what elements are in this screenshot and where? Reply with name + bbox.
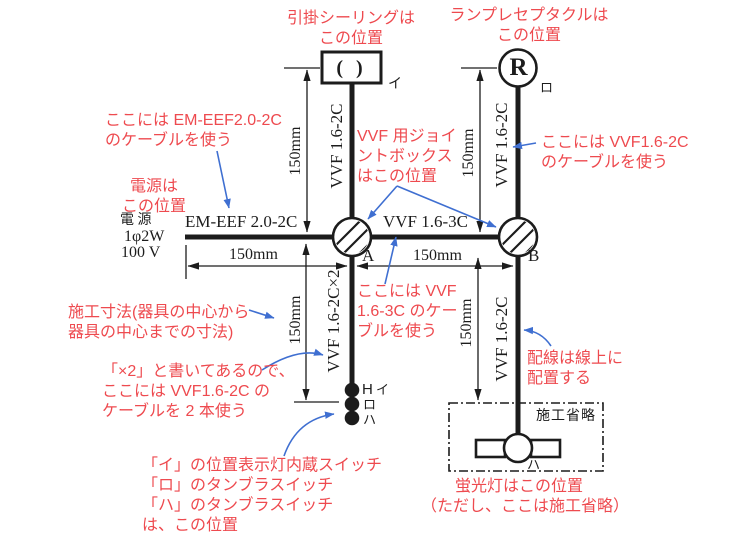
- fluorescent-wing-right: [529, 438, 562, 459]
- note-line: 「×2」と書いてあるので、: [102, 363, 295, 380]
- note-emeef-cable: ここには EM-EEF2.0-2C のケーブルを使う: [105, 111, 282, 151]
- note-line: 配置する: [527, 370, 592, 387]
- note-vvf2c-right: ここには VVF1.6-2C のケーブルを使う: [541, 133, 689, 173]
- vvf162-upper-left-label: VVF 1.6-2C: [327, 103, 346, 189]
- note-line: 器具の中心までの寸法): [68, 324, 234, 341]
- note-wiring: 配線は線上に 配置する: [527, 349, 623, 389]
- note-line: ブルを使う: [357, 323, 438, 340]
- power-voltage-label: 100 V: [121, 244, 161, 261]
- arrow-x2-note: [261, 348, 324, 371]
- note-line: この位置: [318, 30, 383, 47]
- note-line: は、この位置: [142, 517, 239, 534]
- fluorescent-wing-left: [474, 438, 507, 459]
- ceiling-fixture-box: [320, 50, 383, 85]
- fixture-i-label: イ: [388, 75, 402, 91]
- note-line: VVF 用ジョイ: [357, 128, 457, 145]
- note-receptacle: ランプレセプタクルは この位置: [437, 6, 621, 46]
- note-line: 「イ」の位置表示灯内蔵スイッチ: [142, 457, 383, 474]
- dim150-lower-right-label: 150mm: [458, 298, 475, 348]
- arrow-dimension-note: [248, 309, 275, 319]
- dimension-lines: [185, 67, 514, 403]
- fluorescent-circle: [502, 432, 534, 464]
- note-line: 蛍光灯はこの位置: [454, 478, 583, 495]
- joint-box-a: [331, 216, 373, 258]
- note-line: 引掛シーリングは: [287, 10, 416, 27]
- note-vvf3c: ここには VVF 1.6-3C のケー ブルを使う: [357, 282, 457, 342]
- note-joint-box: VVF 用ジョイ ントボックス はこの位置: [357, 127, 457, 187]
- note-line: この位置: [121, 198, 186, 215]
- arrow-jointbox-b: [396, 185, 497, 228]
- note-line: 配線は線上に: [527, 350, 624, 367]
- switch-h-label: H: [362, 381, 373, 398]
- note-power-position: 電源は この位置: [116, 177, 192, 217]
- emeef-cable-label: EM-EEF 2.0-2C: [185, 212, 298, 231]
- switch-ha-label: ハ: [363, 412, 377, 427]
- note-line: ここには VVF1.6-2C: [541, 134, 689, 151]
- arrow-switch-note: [283, 411, 335, 457]
- receptacle-circle: [498, 48, 538, 88]
- note-line: ランプレセプタクルは: [449, 7, 609, 24]
- note-line: のケーブルを使う: [105, 132, 233, 149]
- note-dimension: 施工寸法(器具の中心から 器具の中心までの寸法): [68, 303, 249, 343]
- joint-box-b: [497, 216, 539, 258]
- note-fluorescent: 蛍光灯はこの位置 （ただし、ここは施工省略）: [421, 477, 630, 517]
- arrow-vvf3c-note: [384, 236, 398, 285]
- note-x2: 「×2」と書いてあるので、 ここには VVF1.6-2C の ケーブルを 2 本…: [102, 362, 295, 422]
- vvf163-cable-label: VVF 1.6-3C: [383, 212, 469, 231]
- dim150-horiz-left-label: 150mm: [229, 246, 278, 263]
- switch-dot-ha: [344, 410, 360, 426]
- arrow-jointbox-a: [367, 185, 398, 220]
- switch-ro-label: ロ: [363, 397, 377, 412]
- omission-label: 施工省略: [536, 409, 596, 424]
- note-line: 施工寸法(器具の中心から: [68, 304, 250, 321]
- note-ceiling: 引掛シーリングは この位置: [287, 9, 415, 49]
- note-line: 電源は: [129, 178, 178, 195]
- arrow-wiring-note: [523, 326, 552, 347]
- note-line: （ただし、ここは施工省略）: [421, 498, 630, 515]
- devices: [320, 48, 604, 472]
- vvf162x2-label: VVF 1.6-2C×2: [324, 269, 343, 373]
- note-line: ここには VVF: [357, 283, 457, 300]
- annotation-arrows: [216, 141, 552, 457]
- arrow-vvf2c-right-note: [512, 141, 537, 150]
- receptacle-symbol: R: [509, 54, 528, 81]
- vvf162-lower-right-label: VVF 1.6-2C: [492, 296, 511, 382]
- power-phase-label: 1φ2W: [124, 228, 165, 245]
- dim150-upper-right-label: 150mm: [460, 128, 477, 178]
- ceiling-symbol: ( ): [336, 57, 367, 79]
- dim150-upper-left-label: 150mm: [287, 126, 304, 176]
- omission-dashed-box: [448, 402, 604, 472]
- note-line: はこの位置: [357, 168, 438, 185]
- joint-box-b-hatch: [501, 220, 535, 254]
- note-line: のケーブルを使う: [541, 154, 669, 171]
- arrow-emeef-note: [216, 150, 231, 209]
- switch-dot-i: [344, 382, 360, 398]
- note-line: ここには VVF1.6-2C の: [102, 383, 271, 400]
- fluorescent-ha-label: ハ: [527, 457, 541, 472]
- joint-b-label: B: [528, 246, 540, 265]
- note-line: 「ハ」のタンブラスイッチ: [142, 497, 334, 514]
- note-line: ケーブルを 2 本使う: [102, 403, 247, 420]
- note-line: 「ロ」のタンブラスイッチ: [142, 477, 334, 494]
- dim150-lower-left-label: 150mm: [287, 295, 304, 345]
- fixture-ro-label: ロ: [540, 80, 554, 95]
- note-switches: 「イ」の位置表示灯内蔵スイッチ 「ロ」のタンブラスイッチ 「ハ」のタンブラスイッ…: [142, 456, 382, 536]
- joint-a-label: A: [362, 246, 375, 265]
- joint-box-a-hatch: [335, 220, 369, 254]
- note-line: この位置: [496, 27, 561, 44]
- power-source-label: 電 源: [120, 213, 152, 228]
- dim150-horiz-right-label: 150mm: [413, 247, 462, 264]
- note-line: ここには EM-EEF2.0-2C: [105, 112, 282, 129]
- switch-i-label: イ: [376, 382, 390, 397]
- vvf162-upper-right-label: VVF 1.6-2C: [492, 102, 511, 188]
- note-line: 1.6-3C のケー: [357, 303, 458, 320]
- switch-dot-ro: [344, 396, 360, 412]
- note-line: ントボックス: [357, 148, 453, 165]
